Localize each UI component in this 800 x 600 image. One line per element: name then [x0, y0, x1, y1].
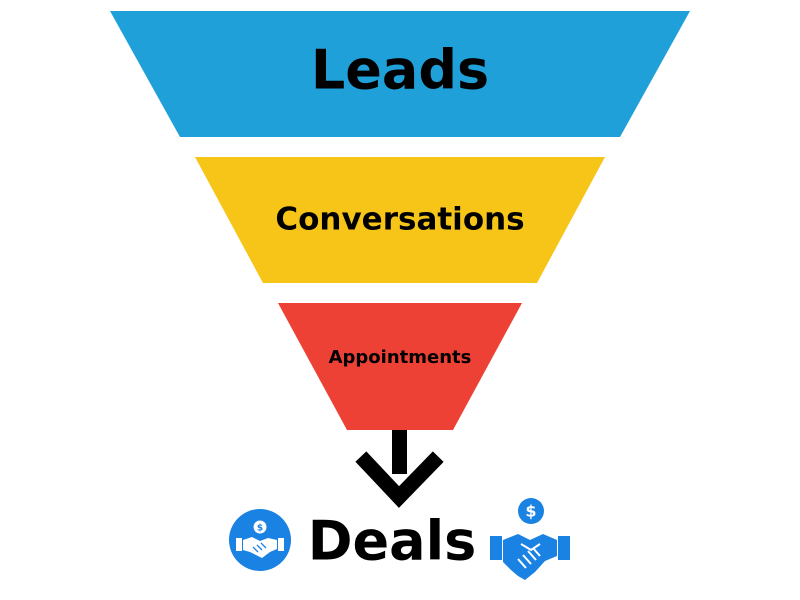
svg-text:$: $: [525, 502, 536, 521]
outcome-label: Deals: [308, 510, 477, 573]
funnel-stage-appointments: Appointments: [278, 303, 522, 430]
svg-text:$: $: [257, 524, 263, 534]
funnel-stage-leads-label: Leads: [311, 39, 489, 102]
handshake-dollar-icon: $: [490, 498, 570, 580]
funnel-stage-conversations: Conversations: [195, 157, 605, 283]
funnel-stage-leads: Leads: [110, 11, 690, 137]
down-arrow-icon: [355, 430, 444, 508]
funnel-stage-appointments-shape: [278, 303, 522, 430]
funnel-stage-conversations-label: Conversations: [275, 202, 524, 238]
funnel-stage-appointments-label: Appointments: [329, 347, 472, 368]
funnel-stage-conversations-shape: [195, 157, 605, 283]
handshake-dollar-circle-icon: $: [229, 509, 291, 571]
funnel-stage-leads-shape: [110, 11, 690, 137]
